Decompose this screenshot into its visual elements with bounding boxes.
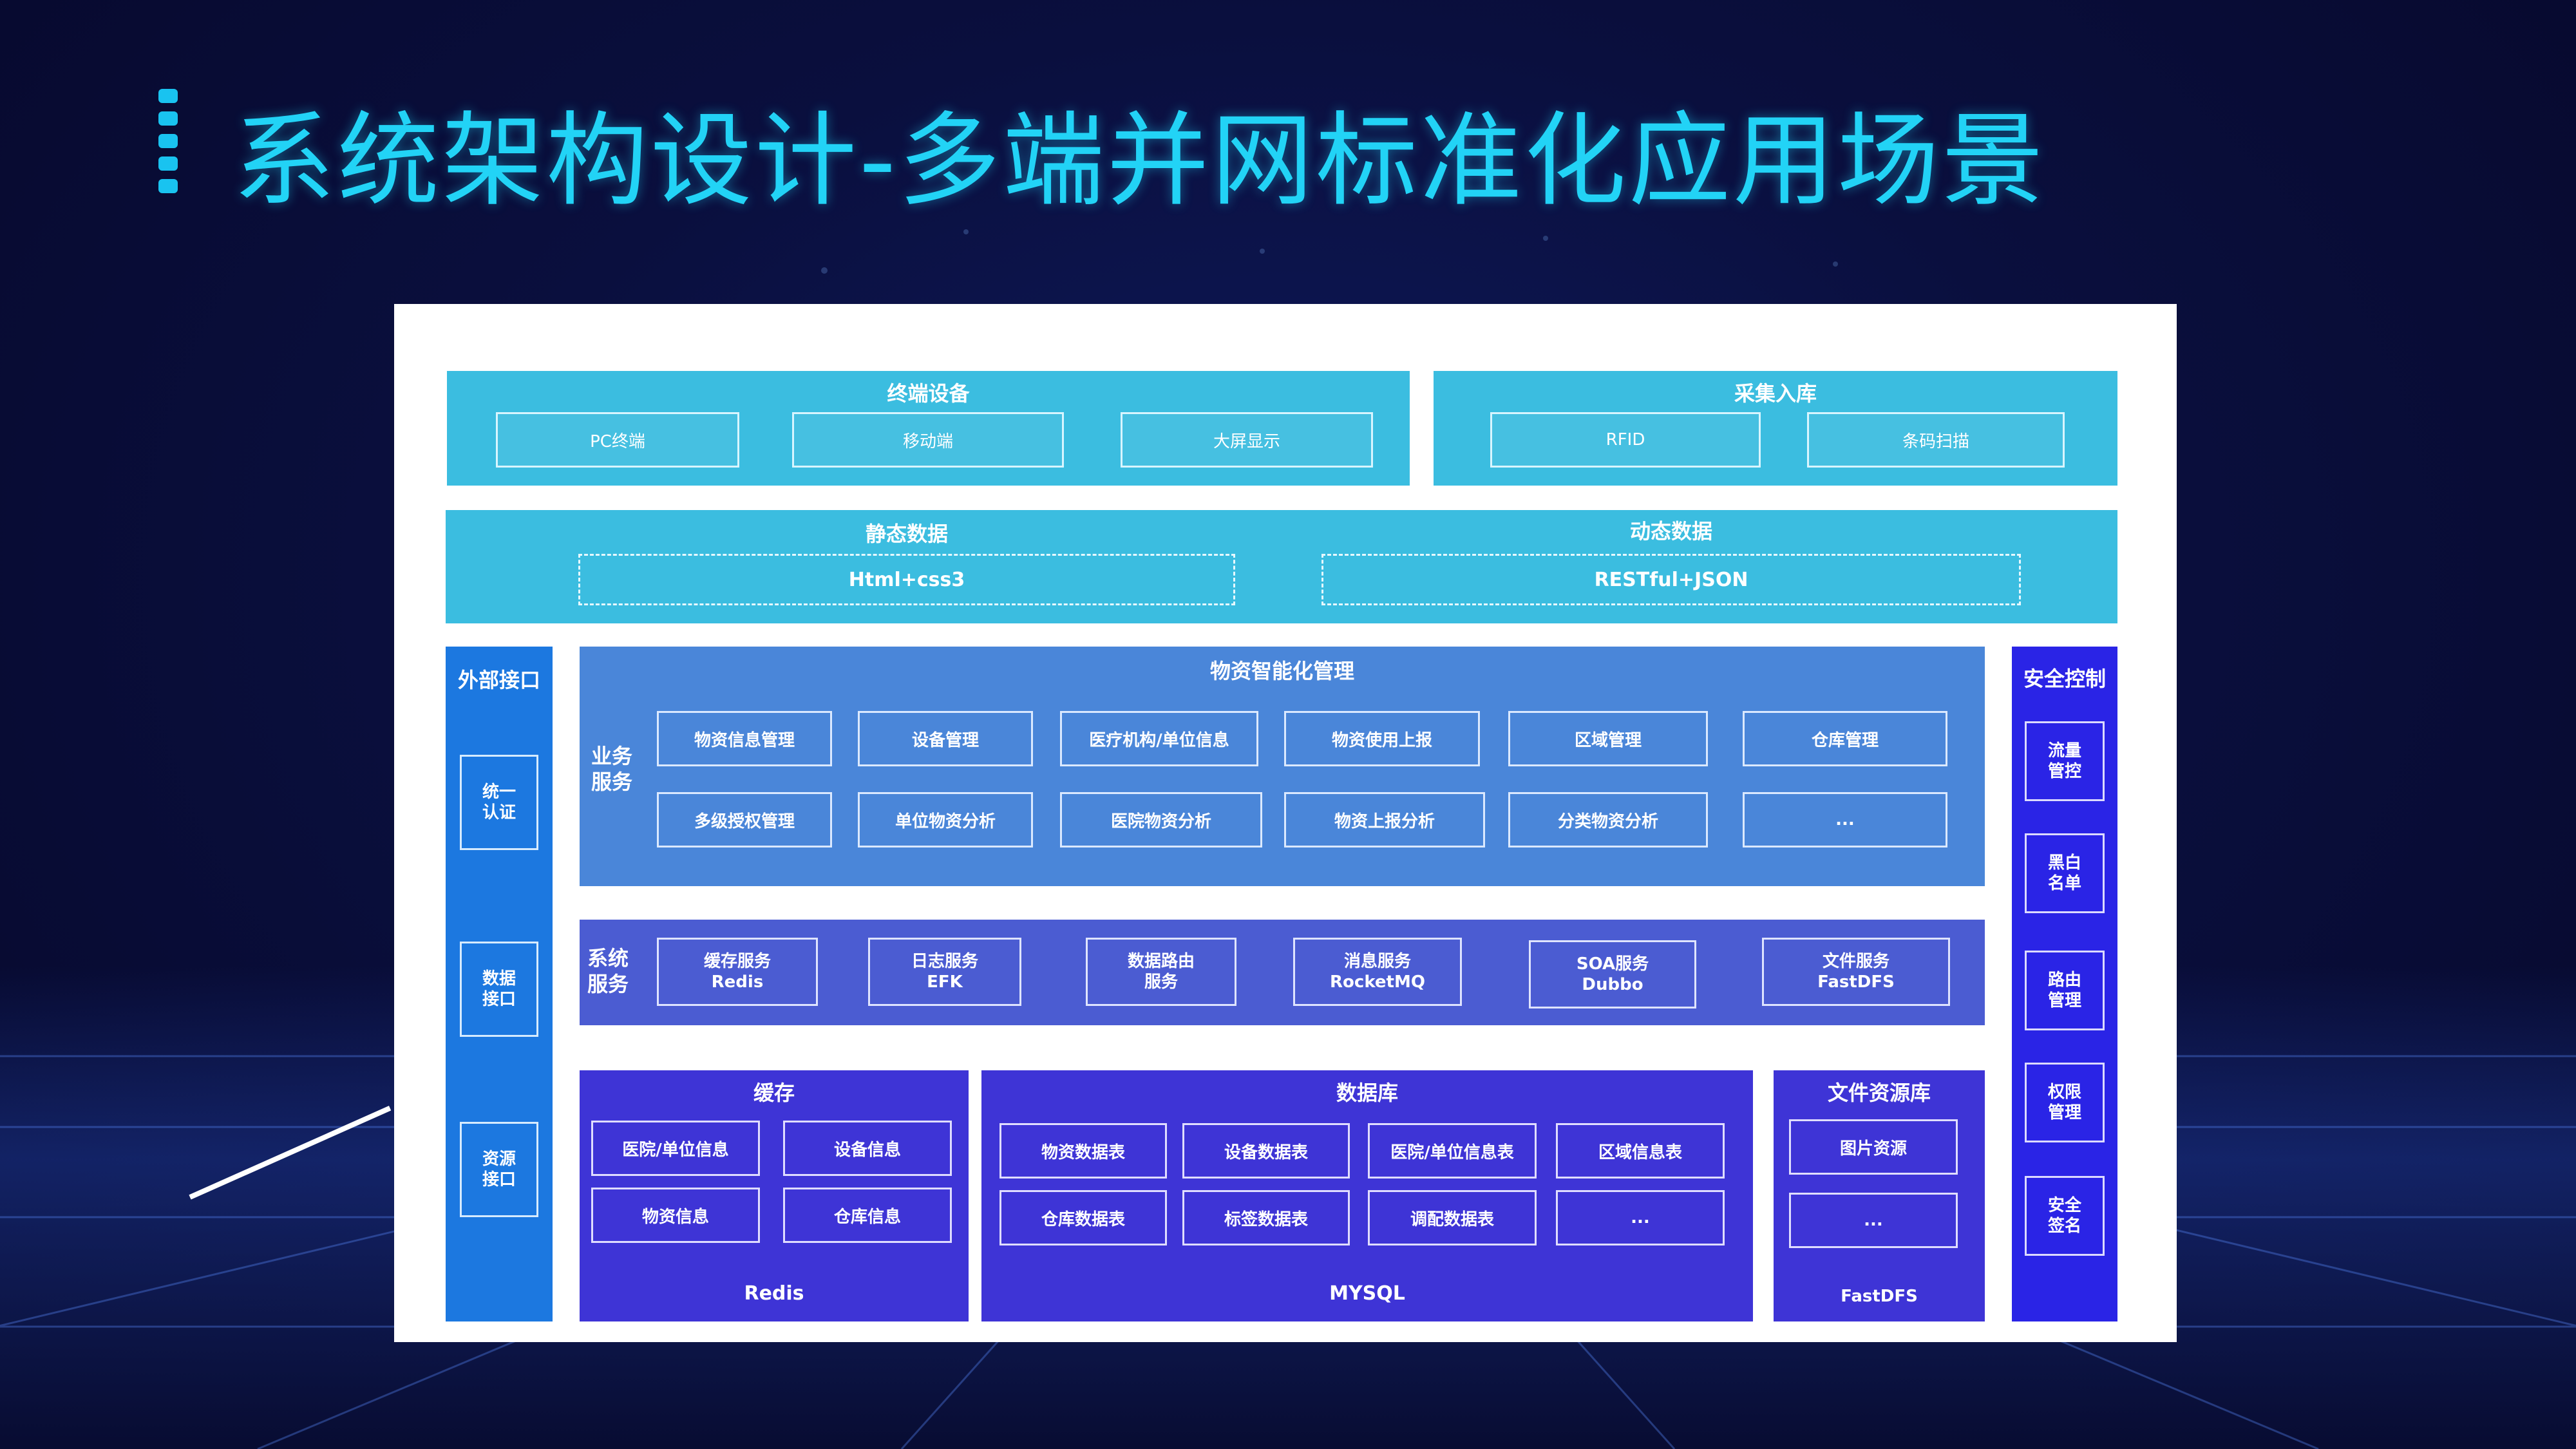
security-title: 安全控制: [2023, 667, 2106, 691]
collect-layer: 采集入库 RFID 条码扫描: [1434, 371, 2117, 486]
business-item: 分类物资分析: [1508, 792, 1708, 848]
business-item: 设备管理: [858, 711, 1033, 766]
database-item: ...: [1556, 1190, 1725, 1245]
business-item: 多级授权管理: [657, 792, 832, 848]
cache-layer: 缓存 医院/单位信息 设备信息 物资信息 仓库信息 Redis: [580, 1070, 969, 1321]
database-item: 区域信息表: [1556, 1123, 1725, 1179]
cache-item: 仓库信息: [783, 1188, 952, 1243]
file-store-item: ...: [1789, 1193, 1958, 1248]
cache-footer: Redis: [744, 1282, 804, 1305]
title-accent-bar: [158, 89, 180, 215]
external-title: 外部接口: [457, 668, 540, 692]
business-side-label: 业务 服务: [591, 744, 632, 794]
database-item: 仓库数据表: [999, 1190, 1167, 1245]
database-item: 物资数据表: [999, 1123, 1167, 1179]
external-item: 统一 认证: [460, 755, 538, 850]
dynamic-data-value: RESTful+JSON: [1321, 554, 2021, 605]
file-store-item: 图片资源: [1789, 1119, 1958, 1175]
collect-item: RFID: [1490, 412, 1761, 468]
system-item: SOA服务 Dubbo: [1529, 940, 1696, 1009]
business-item: 物资使用上报: [1284, 711, 1480, 766]
security-item: 黑白 名单: [2025, 833, 2105, 913]
external-interface-column: 外部接口 统一 认证 数据 接口 资源 接口: [446, 647, 553, 1321]
terminal-title: 终端设备: [887, 381, 970, 406]
business-item: 医院物资分析: [1060, 792, 1262, 848]
terminal-layer: 终端设备 PC终端 移动端 大屏显示: [447, 371, 1410, 486]
cache-item: 设备信息: [783, 1121, 952, 1176]
business-item: 区域管理: [1508, 711, 1708, 766]
cache-item: 物资信息: [591, 1188, 760, 1243]
business-item: 物资上报分析: [1284, 792, 1485, 848]
business-item: 单位物资分析: [858, 792, 1033, 848]
terminal-item: PC终端: [496, 412, 739, 468]
external-item: 资源 接口: [460, 1122, 538, 1217]
system-item: 消息服务 RocketMQ: [1293, 938, 1462, 1006]
static-data-value: Html+css3: [578, 554, 1235, 605]
data-format-layer: 静态数据 Html+css3 动态数据 RESTful+JSON: [446, 510, 2117, 623]
database-layer: 数据库 物资数据表 设备数据表 医院/单位信息表 区域信息表 仓库数据表 标签数…: [981, 1070, 1753, 1321]
system-item: 缓存服务 Redis: [657, 938, 818, 1006]
external-item: 数据 接口: [460, 942, 538, 1037]
business-item: 物资信息管理: [657, 711, 832, 766]
security-item: 权限 管理: [2025, 1063, 2105, 1142]
system-item: 数据路由 服务: [1086, 938, 1236, 1006]
business-item: 医疗机构/单位信息: [1060, 711, 1258, 766]
terminal-item: 大屏显示: [1121, 412, 1373, 468]
dynamic-data-title: 动态数据: [1629, 519, 1712, 544]
security-item: 安全 签名: [2025, 1176, 2105, 1256]
business-item: ...: [1743, 792, 1947, 848]
database-item: 医院/单位信息表: [1368, 1123, 1537, 1179]
file-store-layer: 文件资源库 图片资源 ... FastDFS: [1774, 1070, 1985, 1321]
static-data-title: 静态数据: [865, 522, 948, 546]
security-control-column: 安全控制 流量 管控 黑白 名单 路由 管理 权限 管理 安全 签名: [2012, 647, 2117, 1321]
database-footer: MYSQL: [1329, 1282, 1405, 1305]
security-item: 流量 管控: [2025, 721, 2105, 801]
database-item: 调配数据表: [1368, 1190, 1537, 1245]
file-store-footer: FastDFS: [1841, 1287, 1918, 1306]
system-item: 文件服务 FastDFS: [1762, 938, 1950, 1006]
database-title: 数据库: [1336, 1081, 1398, 1105]
collect-title: 采集入库: [1734, 381, 1817, 406]
system-item: 日志服务 EFK: [868, 938, 1021, 1006]
terminal-item: 移动端: [792, 412, 1064, 468]
system-side-label: 系统 服务: [587, 946, 629, 996]
database-item: 设备数据表: [1182, 1123, 1350, 1179]
file-store-title: 文件资源库: [1827, 1081, 1931, 1105]
business-title: 物资智能化管理: [1209, 659, 1354, 683]
collect-item: 条码扫描: [1807, 412, 2065, 468]
cache-title: 缓存: [753, 1081, 795, 1105]
slide-title: 系统架构设计-多端并网标准化应用场景: [233, 102, 2047, 220]
business-service-layer: 物资智能化管理 业务 服务 物资信息管理 设备管理 医疗机构/单位信息 物资使用…: [580, 647, 1985, 886]
architecture-diagram: 终端设备 PC终端 移动端 大屏显示 采集入库 RFID 条码扫描 静态数据 H…: [394, 304, 2177, 1342]
database-item: 标签数据表: [1182, 1190, 1350, 1245]
security-item: 路由 管理: [2025, 951, 2105, 1030]
cache-item: 医院/单位信息: [591, 1121, 760, 1176]
business-item: 仓库管理: [1743, 711, 1947, 766]
system-service-layer: 系统 服务 缓存服务 Redis 日志服务 EFK 数据路由 服务 消息服务 R…: [580, 920, 1985, 1025]
